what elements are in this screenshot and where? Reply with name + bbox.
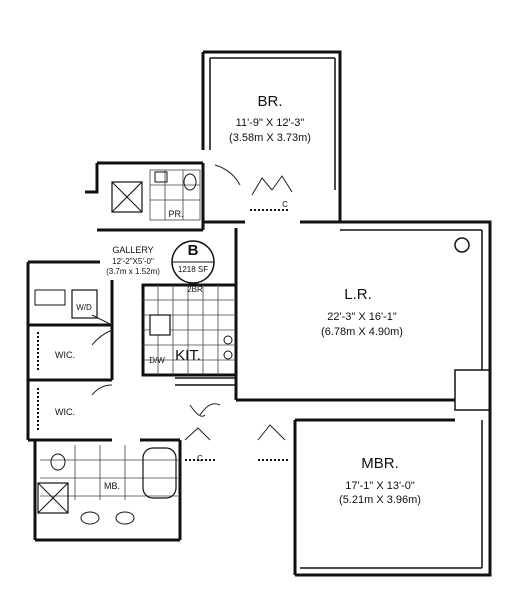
pr-name: PR.: [168, 209, 183, 219]
master-bath-fixtures: [37, 445, 178, 525]
mbr-dims-imperial: 17'-1" X 13'-0": [345, 480, 415, 492]
unit-type: 2BR: [187, 285, 203, 294]
wic-2-name: WIC.: [55, 407, 75, 417]
closet-shelves: [34, 209, 290, 461]
gallery-dims-metric: (3.7m x 1.52m): [106, 267, 160, 276]
kit-name: KIT.: [175, 347, 201, 364]
mbr-name: MBR.: [361, 455, 399, 472]
powder-room-fixtures: [111, 169, 201, 221]
br-dims-imperial: 11'-9" X 12'-3": [236, 117, 305, 129]
wic-1-name: WIC.: [55, 350, 75, 360]
br-name: BR.: [257, 93, 282, 110]
mb-name: MB.: [104, 481, 120, 491]
dw-label: D/W: [149, 356, 165, 365]
gallery-name: GALLERY: [112, 245, 153, 255]
door-swings: [91, 164, 470, 441]
wd-label: W/D: [76, 303, 92, 312]
closet-br-label: C: [282, 200, 288, 209]
br-dims-metric: (3.58m X 3.73m): [229, 132, 311, 144]
kitchen-tile-grid: [143, 285, 236, 375]
walls: [26, 50, 492, 577]
lr-name: L.R.: [344, 286, 372, 303]
unit-letter: B: [188, 242, 199, 259]
room-labels: BR. 11'-9" X 12'-3" (3.58m X 3.73m) L.R.…: [55, 93, 421, 506]
unit-area: 1218 SF: [178, 265, 208, 274]
lr-dims-imperial: 22'-3" X 16'-1": [327, 311, 397, 323]
mbr-dims-metric: (5.21m X 3.96m): [339, 494, 421, 506]
lr-dims-metric: (6.78m X 4.90m): [321, 326, 403, 338]
gallery-dims-imperial: 12'-2"X5'-0": [112, 257, 154, 266]
unit-marker: B 1218 SF 2BR: [171, 240, 215, 294]
closet-mbr-label: C: [197, 454, 203, 463]
